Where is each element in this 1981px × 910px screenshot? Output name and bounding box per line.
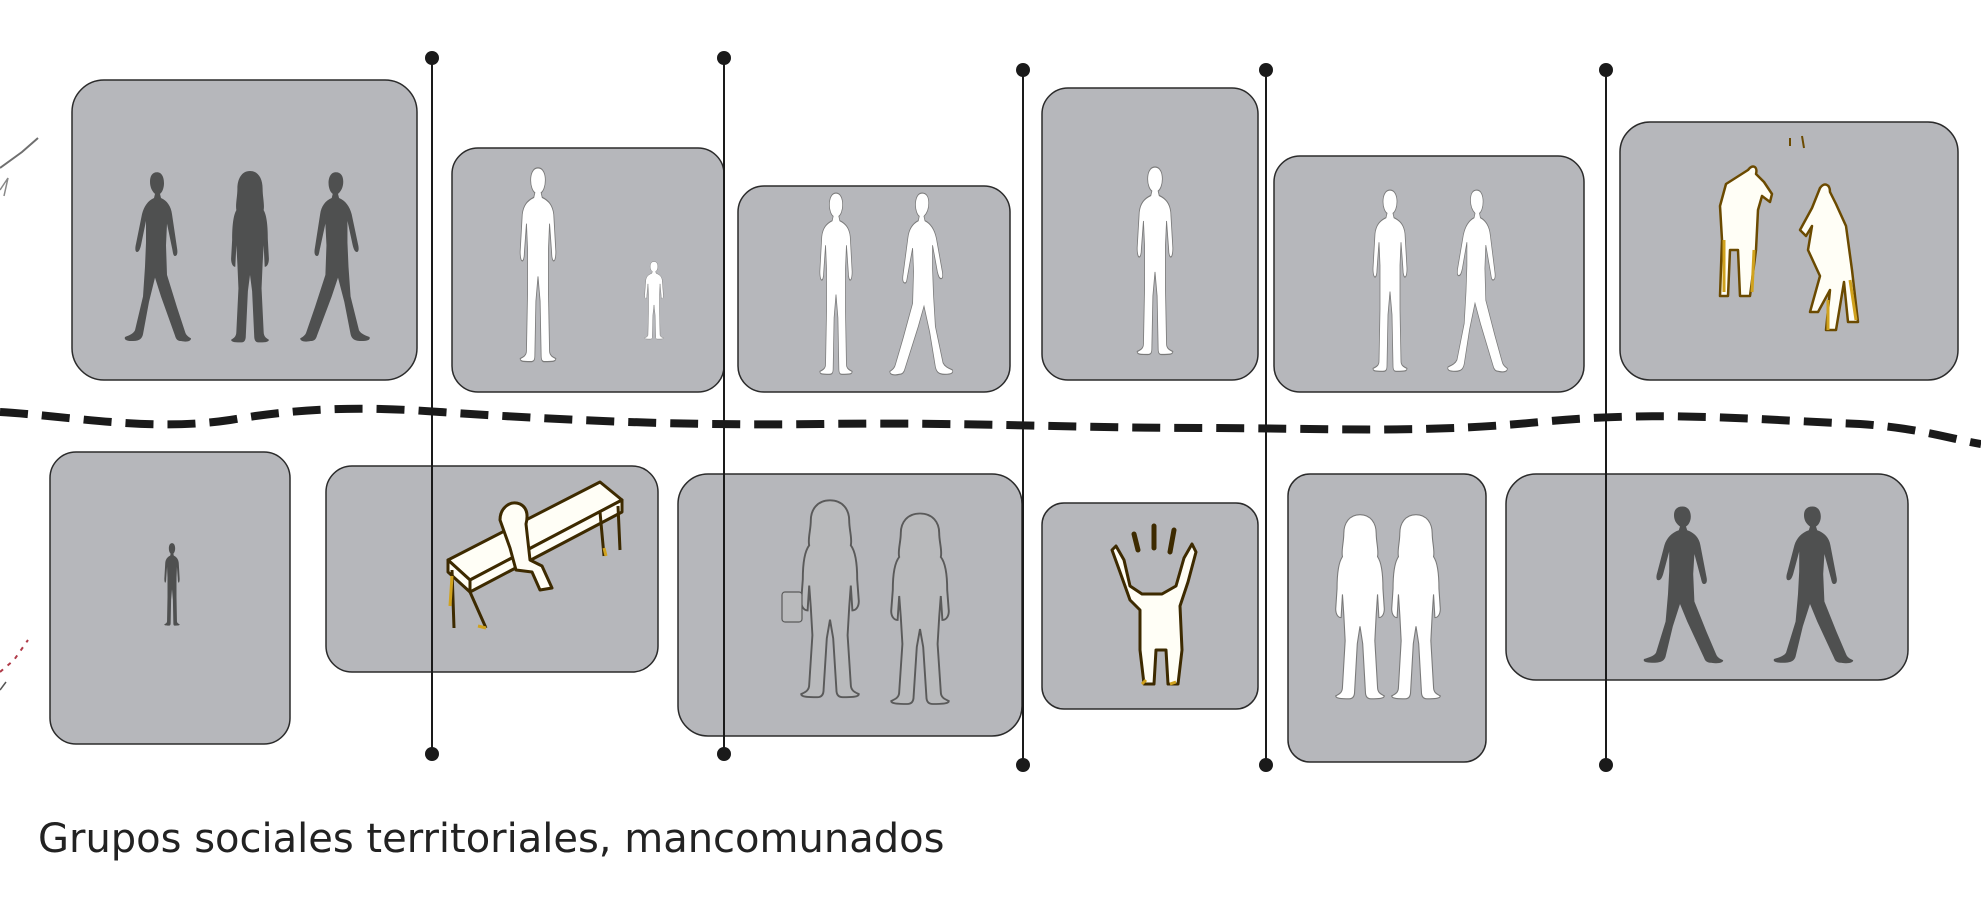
timeline-marker bbox=[1016, 63, 1030, 772]
panel-bottom-1 bbox=[49, 451, 291, 745]
timeline-marker bbox=[717, 51, 731, 761]
panel-top-2 bbox=[451, 147, 725, 393]
timeline-marker bbox=[425, 51, 439, 761]
panel-bottom-2 bbox=[325, 465, 659, 673]
panel-bottom-6 bbox=[1505, 473, 1909, 681]
panel-bottom-3 bbox=[677, 473, 1023, 737]
panel-top-3 bbox=[737, 185, 1011, 393]
panel-bottom-4 bbox=[1041, 502, 1259, 710]
left-edge-fragment bbox=[0, 137, 39, 691]
panel-top-6 bbox=[1619, 121, 1959, 381]
cheering-figure-sketch-icon bbox=[1110, 523, 1198, 686]
timeline-markers bbox=[425, 51, 1613, 772]
sketched-pair-icon bbox=[1718, 135, 1860, 332]
timeline-marker bbox=[1259, 63, 1273, 772]
panel-top-4 bbox=[1041, 87, 1259, 381]
panel-top-1 bbox=[71, 79, 418, 381]
bench-sketch-icon bbox=[446, 480, 624, 630]
panel-top-5 bbox=[1273, 155, 1585, 393]
timeline-marker bbox=[1599, 63, 1613, 772]
elderly-couple-silhouette-icon bbox=[781, 499, 950, 705]
dashed-path bbox=[0, 404, 1981, 448]
panel-bottom-5 bbox=[1287, 473, 1487, 763]
diagram-caption: Grupos sociales territoriales, mancomuna… bbox=[38, 816, 945, 862]
